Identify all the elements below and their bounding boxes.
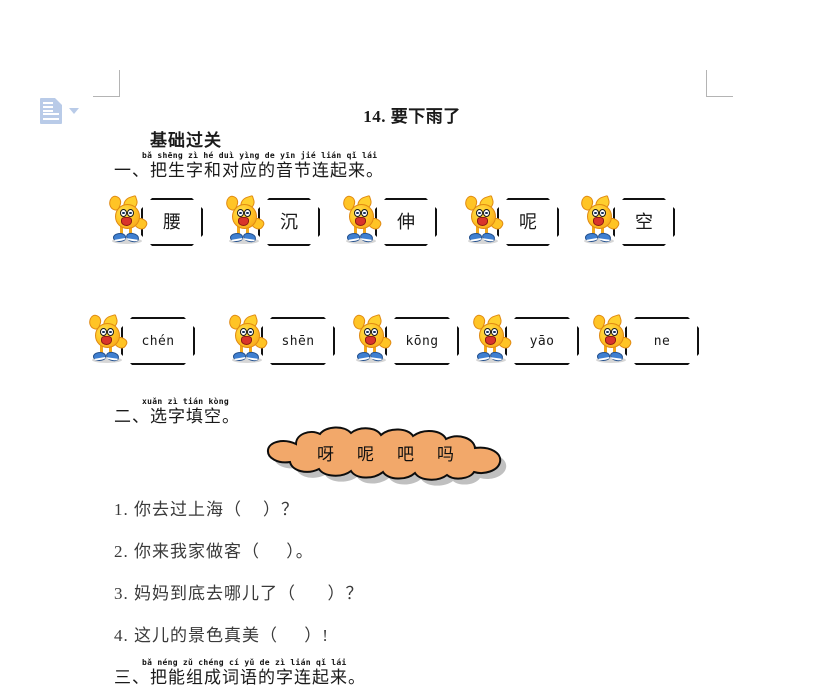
document-icon-lines-top xyxy=(43,102,53,114)
document-thumbnail-control[interactable] xyxy=(40,98,79,124)
cloud-shape-icon xyxy=(266,426,507,486)
syllable-box-inner: ne xyxy=(629,321,695,361)
character-label: 空 xyxy=(635,212,653,232)
mascot-icon xyxy=(106,192,149,244)
character-box-inner: 沉 xyxy=(262,202,316,242)
exercise-2-title: 二、选字填空。 xyxy=(114,407,240,426)
syllable-box[interactable]: kōng xyxy=(385,317,459,365)
character-box[interactable]: 沉 xyxy=(258,198,320,246)
syllable-label: chén xyxy=(141,333,175,349)
character-box[interactable]: 空 xyxy=(613,198,675,246)
character-box-inner: 呢 xyxy=(501,202,555,242)
character-box[interactable]: 伸 xyxy=(375,198,437,246)
character-box-inner: 空 xyxy=(617,202,671,242)
fill-in-sentence-4: 4. 这儿的景色真美（ ）! xyxy=(114,626,329,645)
page-title: 14. 要下雨了 xyxy=(363,107,461,126)
exercise-3-title: 三、把能组成词语的字连起来。 xyxy=(114,668,366,687)
character-item[interactable]: 空 xyxy=(578,184,675,246)
character-box[interactable]: 腰 xyxy=(141,198,203,246)
word-bank-cloud: 呀呢吧吗 xyxy=(252,424,520,486)
fill-in-sentence-3: 3. 妈妈到底去哪儿了（ ）？ xyxy=(114,584,364,603)
character-label: 伸 xyxy=(397,212,415,232)
mascot-icon xyxy=(470,311,513,363)
exercise-2-pinyin: xuǎn zì tián kòng xyxy=(142,397,229,406)
syllable-box[interactable]: chén xyxy=(121,317,195,365)
word-bank-item[interactable]: 呀 xyxy=(317,444,335,464)
word-bank-items: 呀呢吧吗 xyxy=(252,424,520,480)
character-label: 沉 xyxy=(280,212,298,232)
syllable-box-inner: shēn xyxy=(265,321,331,361)
page-margin-mark-top-left xyxy=(93,70,120,97)
mascot-icon xyxy=(590,311,633,363)
character-row: 腰沉伸呢空 xyxy=(0,184,824,246)
character-item[interactable]: 伸 xyxy=(340,184,437,246)
document-icon-lines-bottom xyxy=(43,113,59,123)
word-bank-item[interactable]: 吗 xyxy=(437,444,455,464)
chevron-down-icon[interactable] xyxy=(69,108,79,114)
mascot-icon xyxy=(340,192,383,244)
syllable-item[interactable]: yāo xyxy=(470,303,579,365)
mascot-icon xyxy=(462,192,505,244)
character-label: 呢 xyxy=(519,212,537,232)
character-item[interactable]: 腰 xyxy=(106,184,203,246)
exercise-1-pinyin: bǎ shēng zì hé duì yìng de yīn jié lián … xyxy=(142,151,378,160)
fill-in-sentence-2: 2. 你来我家做客（ ）。 xyxy=(114,542,314,561)
character-box-inner: 伸 xyxy=(379,202,433,242)
word-bank-item[interactable]: 呢 xyxy=(357,444,375,464)
syllable-box[interactable]: shēn xyxy=(261,317,335,365)
syllable-box[interactable]: yāo xyxy=(505,317,579,365)
syllable-box-inner: chén xyxy=(125,321,191,361)
exercise-1-title: 一、把生字和对应的音节连起来。 xyxy=(114,161,384,180)
exercise-2-heading: xuǎn zì tián kòng 二、选字填空。 xyxy=(114,397,240,426)
mascot-icon xyxy=(226,311,269,363)
syllable-label: shēn xyxy=(281,333,315,349)
syllable-box-inner: yāo xyxy=(509,321,575,361)
syllable-item[interactable]: kōng xyxy=(350,303,459,365)
syllable-item[interactable]: shēn xyxy=(226,303,335,365)
character-box[interactable]: 呢 xyxy=(497,198,559,246)
character-item[interactable]: 呢 xyxy=(462,184,559,246)
syllable-item[interactable]: chén xyxy=(86,303,195,365)
mascot-icon xyxy=(86,311,129,363)
fill-in-sentence-1: 1. 你去过上海（ ）？ xyxy=(114,500,299,519)
syllable-box-inner: kōng xyxy=(389,321,455,361)
syllable-box[interactable]: ne xyxy=(625,317,699,365)
word-bank-item[interactable]: 吧 xyxy=(397,444,415,464)
mascot-icon xyxy=(223,192,266,244)
exercise-3-pinyin: bǎ néng zǔ chéng cí yǔ de zì lián qǐ lái xyxy=(142,658,347,667)
mascot-icon xyxy=(578,192,621,244)
syllable-item[interactable]: ne xyxy=(590,303,699,365)
exercise-1-heading: bǎ shēng zì hé duì yìng de yīn jié lián … xyxy=(114,151,384,180)
syllable-label: ne xyxy=(653,333,671,349)
syllable-label: kōng xyxy=(405,333,439,349)
syllable-row: chén shēn kōng yāo ne xyxy=(0,303,824,365)
mascot-icon xyxy=(350,311,393,363)
character-box-inner: 腰 xyxy=(145,202,199,242)
page-margin-mark-top-right xyxy=(706,70,733,97)
character-item[interactable]: 沉 xyxy=(223,184,320,246)
syllable-label: yāo xyxy=(529,333,555,349)
document-icon[interactable] xyxy=(40,98,62,124)
section-subheading: 基础过关 xyxy=(150,131,222,150)
character-label: 腰 xyxy=(163,212,181,232)
exercise-3-heading: bǎ néng zǔ chéng cí yǔ de zì lián qǐ lái… xyxy=(114,658,366,687)
